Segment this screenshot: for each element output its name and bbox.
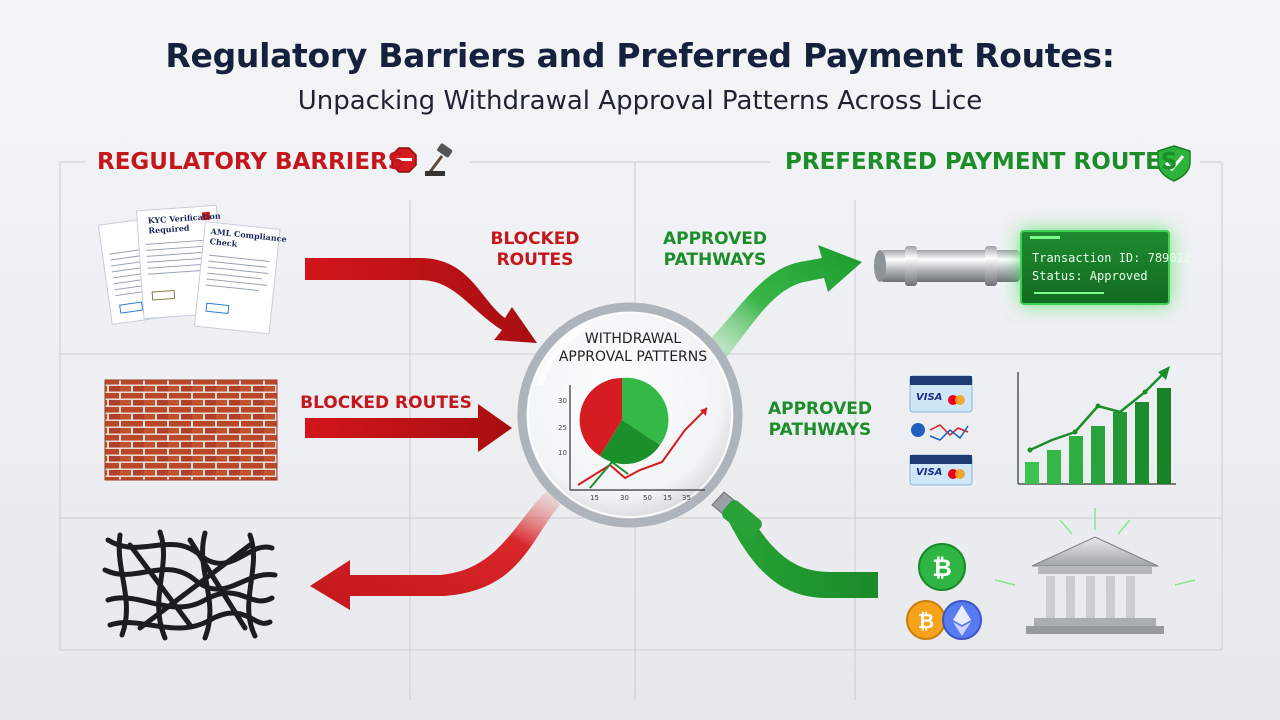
approved-route-arrow-bottom: [728, 508, 878, 598]
payment-pipe: [874, 246, 1020, 286]
brick-wall: [104, 379, 278, 481]
payment-cards: [909, 375, 973, 486]
approved-route-arrow-top: [700, 245, 862, 368]
regulatory-barriers-heading: REGULATORY BARRIERS: [97, 149, 405, 175]
blocked-routes-label-top: BLOCKED ROUTES: [490, 229, 580, 270]
transaction-id: Transaction ID: 789012: [1032, 251, 1191, 265]
gavel-icon: [425, 143, 453, 176]
svg-text:25: 25: [558, 424, 567, 432]
stop-sign-icon: [391, 147, 417, 173]
bank-icon: [994, 508, 1196, 634]
ethereum-icon: [942, 600, 982, 640]
shield-check-icon: [1157, 145, 1191, 182]
visa-card-label-2: VISA: [916, 467, 943, 478]
page-title: Regulatory Barriers and Preferred Paymen…: [165, 36, 1115, 75]
svg-text:₿: ₿: [932, 554, 952, 582]
preferred-routes-heading: PREFERRED PAYMENT ROUTES: [785, 149, 1178, 175]
approved-pathways-label-middle: APPROVED PATHWAYS: [767, 399, 873, 440]
transaction-card: Transaction ID: 789012 Status: Approved: [1020, 230, 1191, 305]
approved-pathways-label-top: APPROVED PATHWAYS: [662, 229, 768, 270]
chain-knot: [102, 529, 278, 641]
center-mini-chart: 30 25 10: [558, 377, 708, 491]
blocked-route-arrow-middle: [305, 404, 512, 452]
transaction-status: Status: Approved: [1032, 269, 1148, 283]
svg-text:30: 30: [558, 397, 567, 405]
kyc-documents: [97, 204, 281, 335]
blocked-route-arrow-top: [305, 258, 537, 343]
page-subtitle: Unpacking Withdrawal Approval Patterns A…: [297, 86, 983, 116]
svg-text:10: 10: [558, 449, 567, 457]
blocked-route-arrow-bottom: [310, 490, 560, 610]
growth-bar-chart: [1017, 366, 1176, 485]
visa-card-label-1: VISA: [916, 392, 943, 403]
withdrawal-patterns-title: WITHDRAWAL APPROVAL PATTERNS: [558, 331, 708, 365]
blocked-routes-label-middle: BLOCKED ROUTES: [300, 393, 472, 413]
bitcoin-icon: ₿ ₿: [906, 543, 966, 640]
svg-text:₿: ₿: [918, 609, 934, 633]
